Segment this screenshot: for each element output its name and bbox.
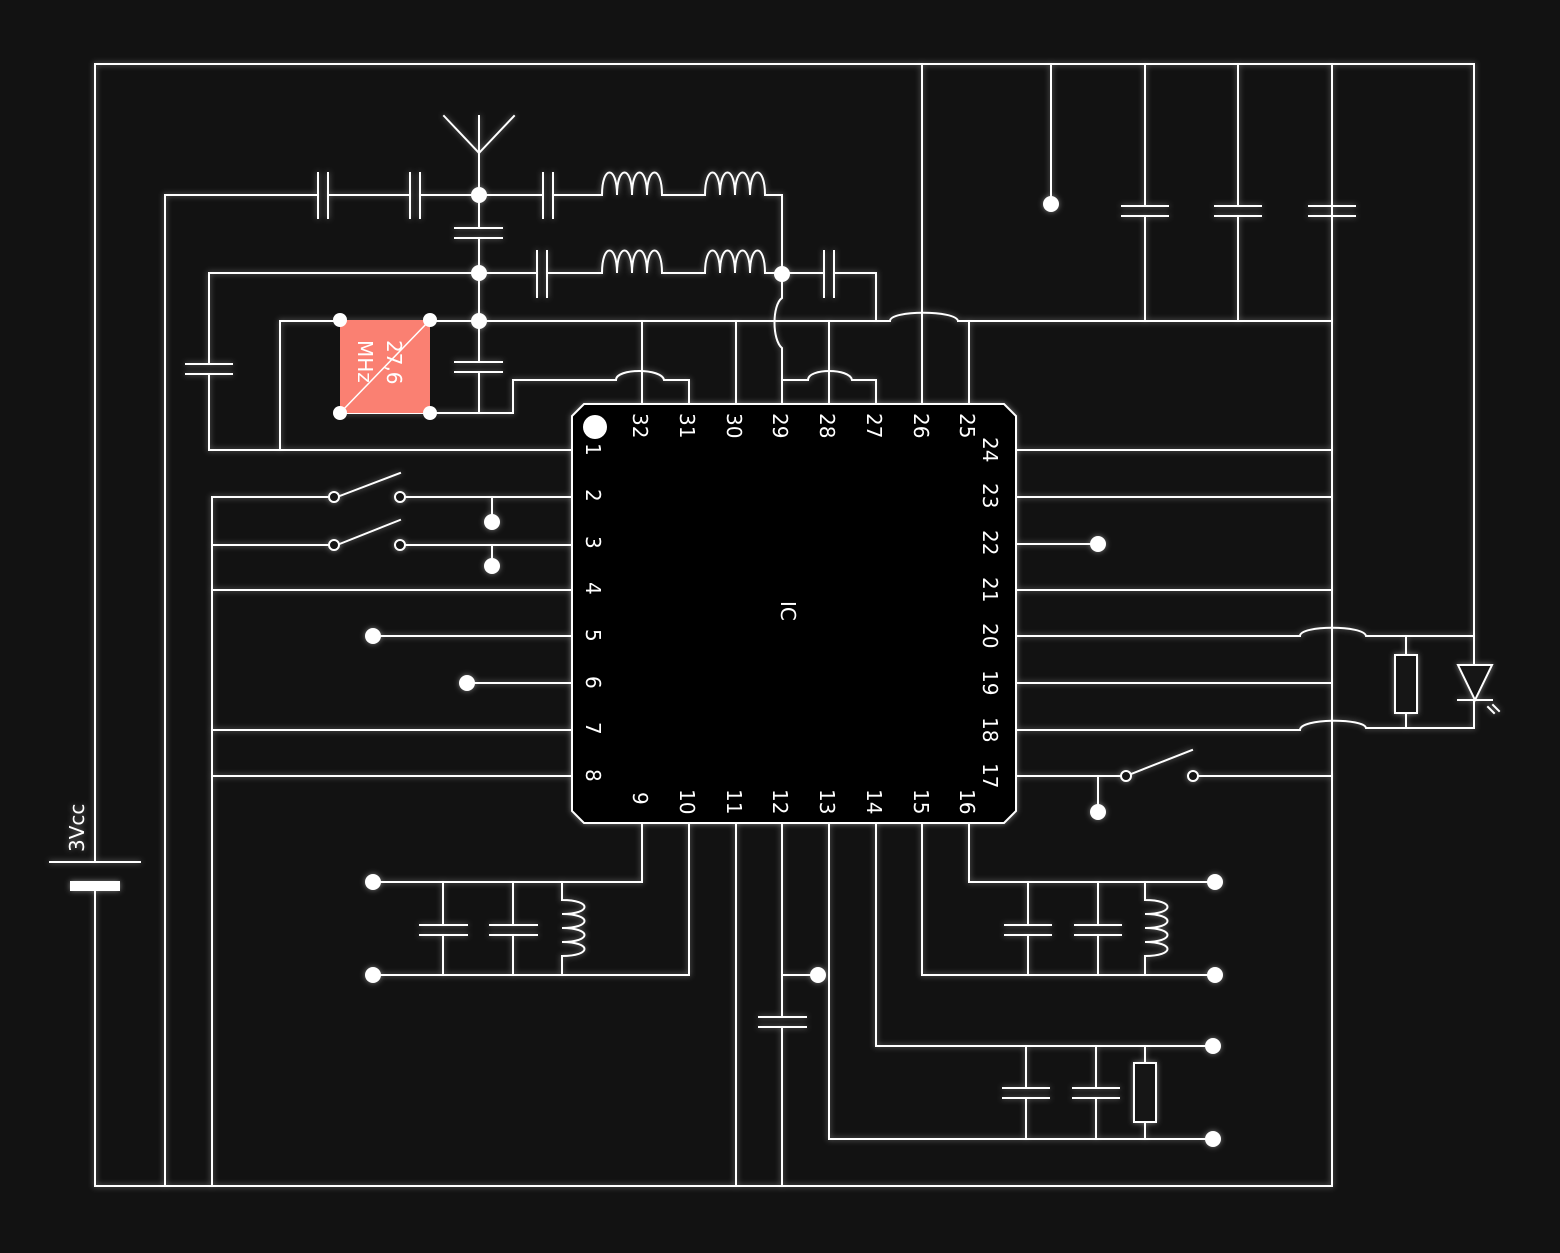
ic-label: IC: [776, 601, 800, 621]
pin-label: 30: [722, 413, 746, 438]
pin-label: 4: [581, 582, 605, 595]
ic-pin1-marker: [583, 415, 607, 439]
left-connections: [211, 471, 573, 777]
pin-label: 5: [581, 629, 605, 642]
pin-label: 17: [978, 763, 1002, 788]
pin-label: 8: [581, 769, 605, 782]
pin-label: 13: [815, 789, 839, 814]
pin-label: 28: [815, 413, 839, 438]
battery-label: 3Vcc: [65, 804, 89, 852]
selection-handle-tl[interactable]: [333, 313, 347, 327]
pin-label: 10: [675, 789, 699, 814]
ic-body: [571, 403, 1017, 824]
pin-label: 14: [862, 789, 886, 814]
pin-label: 20: [978, 623, 1002, 648]
pin-label: 2: [581, 489, 605, 502]
ic-pins-left: 1 2 3 4 5 6 7 8: [581, 443, 605, 782]
selection-handle-bl[interactable]: [333, 406, 347, 420]
pin-label: 19: [978, 670, 1002, 695]
pin-label: 29: [768, 413, 792, 438]
pin-label: 11: [722, 789, 746, 814]
resistor-r2: [1133, 1062, 1157, 1123]
pin-label: 6: [581, 676, 605, 689]
crystal-component[interactable]: 27,6 MHz: [333, 313, 437, 420]
pin-label: 22: [978, 530, 1002, 555]
ic-pins-top: 32 31 30 29 28 27 26 25: [628, 413, 979, 438]
battery-symbol: [49, 861, 141, 891]
bottom-left-tank: [372, 822, 690, 976]
pin-label: 21: [978, 577, 1002, 602]
pin-label: 23: [978, 483, 1002, 508]
pin-label: 15: [909, 789, 933, 814]
decoupling-caps: [1121, 205, 1356, 217]
ic-pins-right: 24 23 22 21 20 19 18 17: [978, 437, 1002, 788]
right-connections: [1015, 449, 1475, 813]
pin-label: 24: [978, 437, 1002, 462]
crystal-frequency: 27,6: [382, 340, 406, 385]
selection-handle-tr[interactable]: [423, 313, 437, 327]
pin-label: 32: [628, 413, 652, 438]
junction-dots: [365, 187, 1223, 1147]
switch-contacts: [328, 491, 1199, 782]
ic-pins-bottom: 9 10 11 12 13 14 15 16: [628, 789, 979, 814]
antenna-icon: [442, 114, 516, 196]
pin-label: 26: [909, 413, 933, 438]
bottom-right-tank: [828, 822, 1216, 1140]
pin-label: 7: [581, 722, 605, 735]
pin-label: 31: [675, 413, 699, 438]
selection-handle-br[interactable]: [423, 406, 437, 420]
pin-label: 12: [768, 789, 792, 814]
rf-network: [164, 171, 970, 451]
pin-label: 9: [628, 792, 652, 805]
pin-label: 1: [581, 443, 605, 456]
pin-label: 18: [978, 717, 1002, 742]
led-icon: [1456, 664, 1501, 715]
pin-label: 27: [862, 413, 886, 438]
pin-label: 16: [955, 789, 979, 814]
pin-label: 3: [581, 536, 605, 549]
bottom-center: [735, 822, 819, 1187]
pin-label: 25: [955, 413, 979, 438]
supply-rails: [94, 63, 1475, 1187]
crystal-unit: MHz: [353, 340, 377, 383]
resistor-r1: [1394, 654, 1418, 714]
